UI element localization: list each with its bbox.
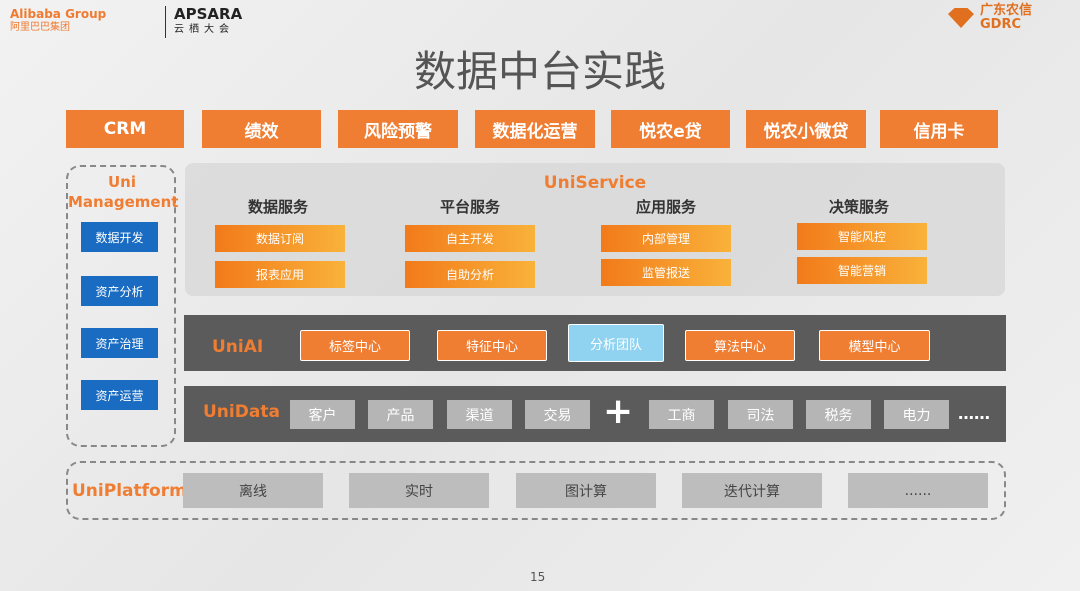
uniai-item: 特征中心 — [437, 330, 547, 361]
service-item: 智能风控 — [797, 223, 927, 250]
top-box: 绩效 — [202, 110, 321, 148]
unidata-label: UniData — [203, 402, 280, 422]
apsara-logo-text: APSARA — [174, 5, 243, 23]
uniplatform-item: 实时 — [349, 473, 489, 508]
uniai-item: 模型中心 — [819, 330, 930, 361]
top-box: 信用卡 — [880, 110, 998, 148]
alibaba-logo-cn: 阿里巴巴集团 — [10, 22, 70, 33]
service-item: 内部管理 — [601, 225, 731, 252]
top-box: 风险预警 — [338, 110, 458, 148]
alibaba-logo-text: Alibaba Group — [10, 7, 107, 21]
unidata-more: …… — [958, 404, 990, 423]
uniplatform-label: UniPlatform — [72, 481, 187, 501]
unidata-item: 交易 — [525, 400, 590, 429]
service-item: 监管报送 — [601, 259, 731, 286]
service-heading: 数据服务 — [247, 198, 308, 216]
unidata-item: 电力 — [884, 400, 949, 429]
top-box: 悦农小微贷 — [746, 110, 866, 148]
management-frame — [66, 165, 176, 447]
unidata-item: 工商 — [649, 400, 714, 429]
apsara-logo-cn: 云栖大会 — [174, 24, 234, 35]
top-box: 数据化运营 — [475, 110, 595, 148]
service-item: 智能营销 — [797, 257, 927, 284]
management-item: 资产运营 — [81, 380, 158, 410]
management-item: 资产治理 — [81, 328, 158, 358]
management-label: Uni Management — [68, 173, 179, 211]
management-item: 资产分析 — [81, 276, 158, 306]
uniservice-title: UniService — [543, 173, 647, 193]
unidata-item: 税务 — [806, 400, 871, 429]
slide-title: 数据中台实践 — [413, 47, 666, 96]
uniai-item: 算法中心 — [685, 330, 795, 361]
plus-icon: + — [603, 391, 634, 432]
service-heading: 平台服务 — [439, 198, 500, 216]
top-box: CRM — [66, 110, 184, 148]
management-item: 数据开发 — [81, 222, 158, 252]
service-item: 自主开发 — [405, 225, 535, 252]
uniai-label: UniAI — [212, 337, 264, 357]
service-item: 报表应用 — [215, 261, 345, 288]
unidata-item: 产品 — [368, 400, 433, 429]
uniai-item: 标签中心 — [300, 330, 410, 361]
uniplatform-item: 图计算 — [516, 473, 656, 508]
service-item: 自助分析 — [405, 261, 535, 288]
page-number: 15 — [530, 570, 546, 584]
uniplatform-item: 迭代计算 — [682, 473, 822, 508]
diamond-icon — [948, 8, 974, 28]
service-heading: 决策服务 — [828, 198, 889, 216]
service-heading: 应用服务 — [635, 198, 696, 216]
uniai-item-highlight: 分析团队 — [568, 324, 664, 362]
unidata-item: 司法 — [728, 400, 793, 429]
uniplatform-frame — [66, 461, 1006, 520]
top-box: 悦农e贷 — [611, 110, 730, 148]
unidata-item: 渠道 — [447, 400, 512, 429]
unidata-item: 客户 — [290, 400, 355, 429]
gdrc-logo-text: GDRC — [980, 17, 1022, 32]
gdrc-logo-cn: 广东农信 — [980, 3, 1033, 18]
uniplatform-item: 离线 — [183, 473, 323, 508]
service-item: 数据订阅 — [215, 225, 345, 252]
uniplatform-item: ...... — [848, 473, 988, 508]
